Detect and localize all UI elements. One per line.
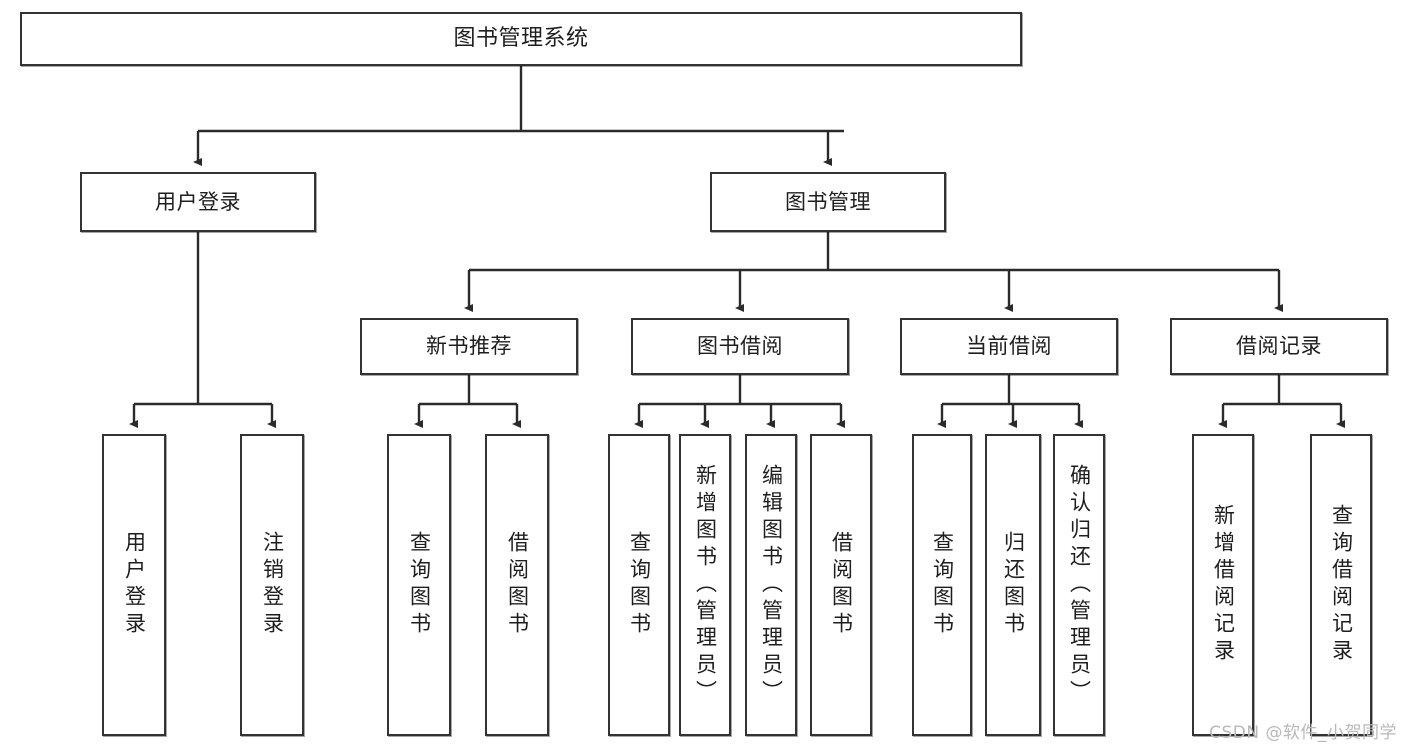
node-book-management[interactable]: 图书管理 (710, 172, 946, 232)
node-label: 用户登录 (122, 531, 147, 639)
node-label: 借阅图书 (505, 531, 530, 639)
node-book-borrow[interactable]: 图书借阅 (631, 318, 849, 375)
leaf-query-borrow-record[interactable]: 查询借阅记录 (1310, 434, 1372, 736)
node-label: 当前借阅 (966, 334, 1052, 359)
leaf-borrow-book-recommend[interactable]: 借阅图书 (485, 434, 549, 736)
leaf-return-book[interactable]: 归还图书 (985, 434, 1041, 736)
leaf-edit-book-admin[interactable]: 编辑图书（管理员） (745, 434, 797, 736)
node-label: 新增借阅记录 (1211, 504, 1236, 666)
node-label: 查询图书 (627, 531, 652, 639)
node-label: 归还图书 (1001, 531, 1026, 639)
node-label: 借阅记录 (1236, 334, 1322, 359)
leaf-query-book-recommend[interactable]: 查询图书 (387, 434, 451, 736)
node-label: 图书借阅 (697, 334, 783, 359)
node-label: 新书推荐 (426, 334, 512, 359)
leaf-confirm-return-admin[interactable]: 确认归还（管理员） (1053, 434, 1105, 736)
node-borrow-record[interactable]: 借阅记录 (1170, 318, 1388, 375)
node-root-system[interactable]: 图书管理系统 (20, 12, 1022, 66)
leaf-query-book-current[interactable]: 查询图书 (912, 434, 972, 736)
node-label: 借阅图书 (829, 531, 854, 639)
node-label: 图书管理 (785, 189, 871, 214)
leaf-borrow-book[interactable]: 借阅图书 (810, 434, 872, 736)
watermark-text: CSDN @软件_小贺同学 (1209, 723, 1397, 743)
node-label: 查询图书 (407, 531, 432, 639)
node-new-book-recommend[interactable]: 新书推荐 (360, 318, 578, 375)
node-user-login[interactable]: 用户登录 (80, 172, 316, 232)
node-label: 用户登录 (155, 189, 241, 214)
leaf-query-book-borrow[interactable]: 查询图书 (608, 434, 670, 736)
node-label: 确认归还（管理员） (1067, 463, 1092, 707)
leaf-user-login[interactable]: 用户登录 (102, 434, 166, 736)
node-label: 查询借阅记录 (1329, 504, 1354, 666)
leaf-logout[interactable]: 注销登录 (240, 434, 304, 736)
node-label: 图书管理系统 (453, 26, 589, 52)
node-label: 查询图书 (930, 531, 955, 639)
leaf-add-borrow-record[interactable]: 新增借阅记录 (1192, 434, 1254, 736)
node-current-borrow[interactable]: 当前借阅 (900, 318, 1118, 375)
node-label: 新增图书（管理员） (693, 463, 718, 707)
node-label: 编辑图书（管理员） (759, 463, 784, 707)
node-label: 注销登录 (260, 531, 285, 639)
leaf-add-book-admin[interactable]: 新增图书（管理员） (679, 434, 731, 736)
